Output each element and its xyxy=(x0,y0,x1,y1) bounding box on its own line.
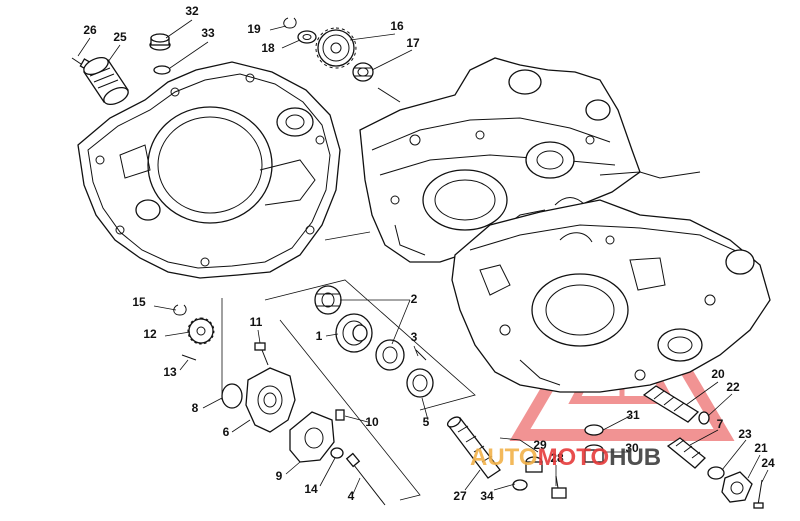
oil-filter-25 xyxy=(83,56,129,106)
plate-5 xyxy=(406,368,434,398)
callout-label-6: 6 xyxy=(223,425,230,439)
callout-label-11: 11 xyxy=(250,315,263,329)
washer-14 xyxy=(330,447,344,459)
pump-cover-9 xyxy=(289,411,335,463)
callout-label-31: 31 xyxy=(626,408,640,422)
o-ring-31 xyxy=(584,424,604,436)
callout-label-10: 10 xyxy=(365,415,379,429)
crankcase-rear-half xyxy=(359,57,701,263)
circlip-19 xyxy=(283,17,297,29)
callout-label-23: 23 xyxy=(738,427,752,441)
callout-label-25: 25 xyxy=(113,30,127,44)
gear-16 xyxy=(315,27,357,69)
bolt-28 xyxy=(551,475,567,499)
screen-filter-27 xyxy=(446,416,501,479)
plug-32 xyxy=(149,33,171,51)
screw-24 xyxy=(753,479,764,509)
callout-label-2: 2 xyxy=(411,292,418,306)
side-cover xyxy=(77,61,341,279)
callout-label-32: 32 xyxy=(185,4,199,18)
callout-label-34: 34 xyxy=(480,489,494,503)
bolt-11 xyxy=(254,342,269,366)
watermark-auto: AUTO xyxy=(470,444,538,471)
callout-label-7: 7 xyxy=(717,417,724,431)
washer-18 xyxy=(297,30,317,44)
callout-label-19: 19 xyxy=(247,22,261,36)
callout-label-33: 33 xyxy=(201,26,215,40)
gear-12 xyxy=(187,317,215,345)
callout-label-1: 1 xyxy=(316,329,323,343)
watermark-moto: MOTO xyxy=(538,444,610,471)
callout-label-9: 9 xyxy=(276,469,283,483)
callout-label-17: 17 xyxy=(406,36,420,50)
callout-label-18: 18 xyxy=(261,41,275,55)
pin-3 xyxy=(415,349,427,361)
callout-label-5: 5 xyxy=(423,415,430,429)
callout-label-14: 14 xyxy=(304,482,318,496)
washer-34 xyxy=(512,479,528,491)
filter-tube-20 xyxy=(642,385,700,423)
callout-label-24: 24 xyxy=(761,456,775,470)
callout-label-8: 8 xyxy=(192,401,199,415)
o-ring-8 xyxy=(221,383,243,409)
group-outline xyxy=(221,231,476,501)
bearing-17 xyxy=(352,62,374,82)
callout-label-22: 22 xyxy=(726,380,740,394)
dowel-10 xyxy=(335,409,345,421)
o-ring-33 xyxy=(153,65,171,75)
callout-label-3: 3 xyxy=(411,330,418,344)
callout-label-27: 27 xyxy=(453,489,467,503)
callout-label-30: 30 xyxy=(625,441,639,455)
plug-30 xyxy=(584,444,604,463)
ring-22 xyxy=(698,411,710,425)
crankcase-front-half xyxy=(451,199,771,393)
callout-label-12: 12 xyxy=(143,327,157,341)
pin-13 xyxy=(181,354,197,361)
cap-21 xyxy=(721,471,753,503)
callout-label-26: 26 xyxy=(83,23,97,37)
svg-text:AUTOMOTOHUB: AUTOMOTOHUB xyxy=(470,444,661,471)
shaft-4 xyxy=(345,452,386,506)
rotor-2 xyxy=(314,285,342,315)
pump-body-6 xyxy=(245,367,296,433)
callout-label-21: 21 xyxy=(754,441,768,455)
rotor-2b xyxy=(375,339,405,371)
callout-label-4: 4 xyxy=(348,489,355,503)
watermark-hub: HUB xyxy=(609,444,661,471)
spring-7 xyxy=(666,437,706,469)
callout-label-16: 16 xyxy=(390,19,404,33)
rotor-1 xyxy=(335,313,373,353)
callout-label-13: 13 xyxy=(163,365,177,379)
circlip-15 xyxy=(173,304,187,316)
plug-29 xyxy=(525,456,543,473)
callout-label-15: 15 xyxy=(132,295,146,309)
callout-label-28: 28 xyxy=(550,451,564,465)
callout-label-29: 29 xyxy=(533,438,547,452)
leader-lines xyxy=(77,19,769,495)
o-ring-23 xyxy=(707,466,725,480)
watermark-logo: AUTOMOTOHUB xyxy=(470,444,661,471)
callout-label-20: 20 xyxy=(711,367,725,381)
